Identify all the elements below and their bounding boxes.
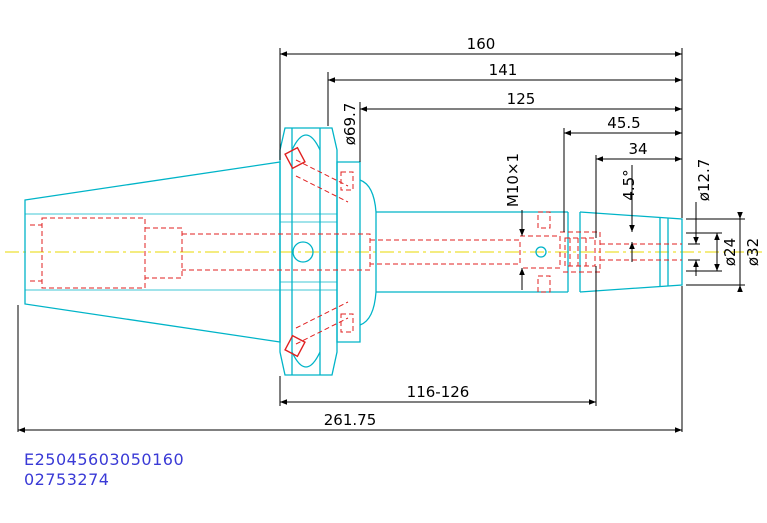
dim-141: 141 bbox=[489, 61, 518, 79]
dim-phi-12-7: ø12.7 bbox=[695, 159, 713, 202]
dim-125: 125 bbox=[507, 90, 536, 108]
dim-160: 160 bbox=[467, 35, 496, 53]
dim-phi-69-7: ø69.7 bbox=[341, 103, 359, 146]
dim-angle: 4.5° bbox=[620, 169, 638, 200]
tool-holder-body bbox=[24, 127, 683, 376]
dim-261-75: 261.75 bbox=[324, 411, 377, 429]
dim-116-126: 116-126 bbox=[407, 383, 470, 401]
part-code-secondary: 02753274 bbox=[24, 470, 110, 489]
dim-phi-32: ø32 bbox=[744, 238, 762, 266]
dim-45-5: 45.5 bbox=[607, 114, 640, 132]
dimension-lines bbox=[17, 48, 745, 433]
dim-thread: M10×1 bbox=[504, 153, 522, 207]
dim-phi-24: ø24 bbox=[721, 238, 739, 266]
hidden-lines bbox=[30, 159, 682, 345]
part-code-primary: E25045603050160 bbox=[24, 450, 185, 469]
coolant-screw-marks bbox=[284, 146, 306, 358]
dim-34: 34 bbox=[628, 140, 647, 158]
